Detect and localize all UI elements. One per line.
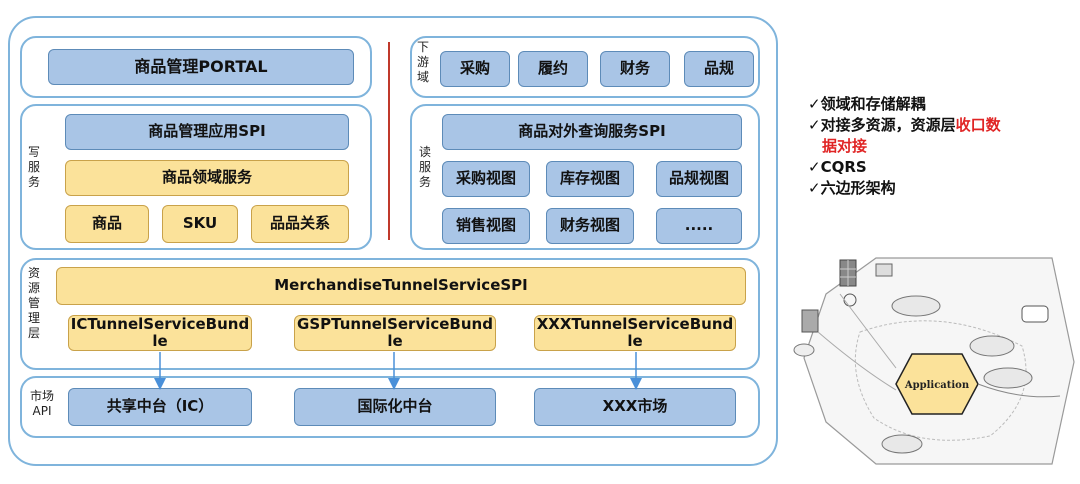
read-query-spi: 商品对外查询服务SPI [442,114,742,150]
bundle-gsp: GSPTunnelServiceBundle [294,315,496,351]
point-multi-resource-text: ✓对接多资源，资源层 [808,116,956,134]
read-view-more: ..... [656,208,742,244]
portal-box: 商品管理PORTAL [48,49,354,85]
downstream-spec: 品规 [684,51,754,87]
tunnel-service-spi: MerchandiseTunnelServiceSPI [56,267,746,305]
point-multi-resource-highlight: 收口数 [955,116,1001,134]
market-api-ic: 共享中台（IC） [68,388,252,426]
read-view-procurement: 采购视图 [442,161,530,197]
write-service-label: 写 服 务 [27,145,40,189]
point-multi-resource-continued: 据对接 [822,137,868,155]
write-domain-service: 商品领域服务 [65,160,349,196]
read-view-finance: 财务视图 [546,208,634,244]
resource-layer-label: 资 源 管 理 层 [27,266,40,340]
database-icon [1021,305,1049,323]
point-hexagonal: ✓六边形架构 [808,179,896,197]
market-api-intl: 国际化中台 [294,388,496,426]
architecture-frame [8,16,778,466]
downstream-finance: 财务 [600,51,670,87]
downstream-fulfillment: 履约 [518,51,588,87]
point-decoupling: ✓领域和存储解耦 [808,95,926,113]
bundle-xxx: XXXTunnelServiceBundle [534,315,736,351]
write-app-spi: 商品管理应用SPI [65,114,349,150]
adapter-top [891,295,941,317]
read-view-sales: 销售视图 [442,208,530,244]
adapter-right-top [969,335,1015,357]
adapter-right-mid [983,367,1033,389]
point-cqrs: ✓CQRS [808,158,867,176]
point-multi-resource: ✓对接多资源，资源层收口数 [808,115,1070,136]
write-entity-relation: 品品关系 [251,205,349,243]
application-label: Application [904,380,970,391]
read-view-inventory: 库存视图 [546,161,634,197]
read-service-label: 读 服 务 [418,145,431,189]
key-points: ✓领域和存储解耦 ✓对接多资源，资源层收口数 据对接 ✓CQRS ✓六边形架构 [808,94,1070,199]
separator-line [388,42,390,240]
tablet-icon [875,263,893,277]
robot-icon [801,309,819,333]
adapter-bottom [881,434,923,454]
inner-boundary [854,320,1027,441]
bundle-ic: ICTunnelServiceBundle [68,315,252,351]
read-view-spec: 品规视图 [656,161,742,197]
write-entity-sku: SKU [162,205,238,243]
hexagon-illustration: Application [793,257,1075,465]
write-entity-product: 商品 [65,205,149,243]
market-api-xxx: XXX市场 [534,388,736,426]
downstream-procurement: 采购 [440,51,510,87]
adapter-left [793,343,815,357]
market-api-label: 市场 API [29,389,54,418]
downstream-label: 下 游 域 [416,40,429,84]
